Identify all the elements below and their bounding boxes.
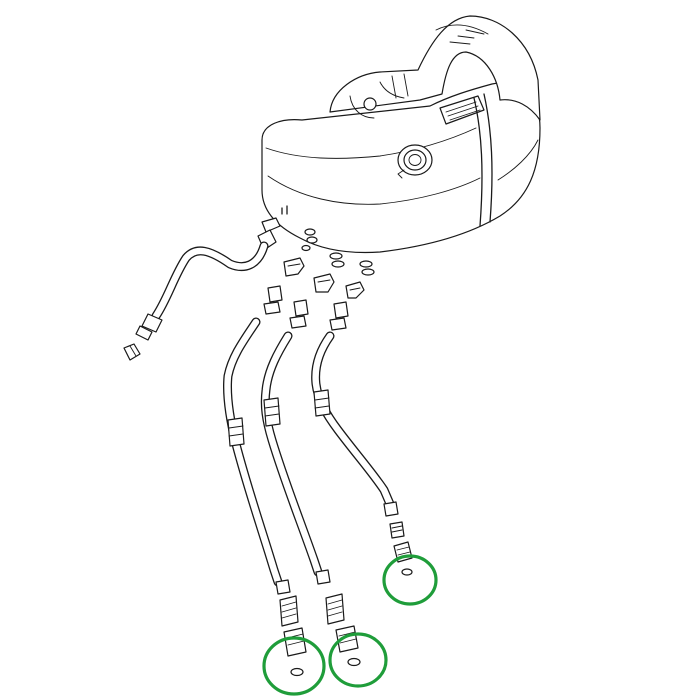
- fuel-line-right: [311, 301, 395, 509]
- bottom-fitting-center: [315, 569, 361, 667]
- fuel-line-left: [223, 285, 283, 587]
- highlight-circle-left: [262, 636, 326, 696]
- vent-drain-plug: [123, 343, 141, 361]
- bottom-fitting-left: [275, 579, 307, 677]
- tank-label-plate: [439, 95, 485, 125]
- highlight-markers: [262, 554, 438, 696]
- retaining-clips: [283, 257, 365, 299]
- highlight-circle-right: [382, 554, 438, 606]
- tank-filler-neck: [397, 144, 433, 179]
- vent-hose-clamp: [141, 313, 163, 333]
- vent-line-assembly: [123, 217, 281, 361]
- fuel-line-center: [260, 299, 323, 577]
- fuel-tank: [261, 15, 541, 254]
- vent-elbow-fitting: [261, 217, 281, 233]
- o-ring-right: [401, 568, 413, 576]
- o-ring-left: [290, 667, 304, 677]
- tank-handle: [329, 15, 541, 121]
- bottom-fitting-right: [383, 501, 413, 576]
- clip-left: [283, 257, 305, 277]
- clip-center: [313, 273, 335, 293]
- upper-o-rings: [301, 228, 375, 276]
- o-ring-center: [347, 657, 361, 667]
- highlight-circle-center: [328, 632, 388, 688]
- clip-right: [345, 281, 365, 299]
